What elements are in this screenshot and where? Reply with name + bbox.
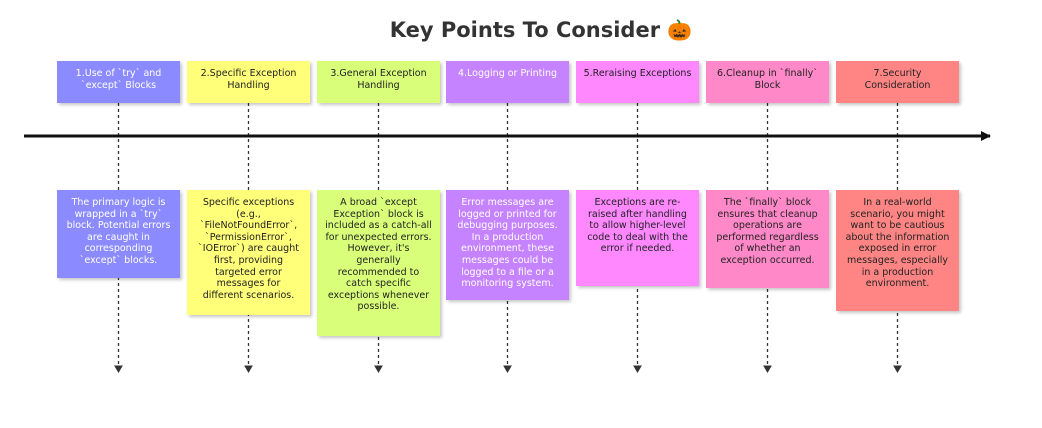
title-text: Key Points To Consider bbox=[389, 18, 661, 42]
connector-arrowhead-1 bbox=[114, 365, 123, 373]
connector-arrowhead-4 bbox=[503, 365, 512, 373]
dashed-connectors bbox=[114, 103, 902, 373]
connector-arrowhead-3 bbox=[374, 365, 383, 373]
section-description-3: A broad `except Exception` block is incl… bbox=[317, 190, 440, 336]
section-description-6: The `finally` block ensures that cleanup… bbox=[706, 190, 829, 288]
section-description-5: Exceptions are re-raised after handling … bbox=[576, 190, 699, 286]
section-description-2: Specific exceptions (e.g., `FileNotFound… bbox=[187, 190, 310, 315]
section-heading-4: 4.Logging or Printing bbox=[446, 61, 569, 103]
section-heading-7: 7.Security Consideration bbox=[836, 61, 959, 103]
section-heading-5: 5.Reraising Exceptions bbox=[576, 61, 699, 103]
connector-arrowhead-7 bbox=[893, 365, 902, 373]
section-description-7: In a real-world scenario, you might want… bbox=[836, 190, 959, 311]
section-description-4: Error messages are logged or printed for… bbox=[446, 190, 569, 300]
diagram-title: Key Points To Consider 🎃 bbox=[0, 18, 1042, 42]
pumpkin-icon: 🎃 bbox=[667, 18, 693, 42]
connector-arrowhead-2 bbox=[244, 365, 253, 373]
section-heading-6: 6.Cleanup in `finally` Block bbox=[706, 61, 829, 103]
connector-arrowhead-6 bbox=[763, 365, 772, 373]
section-description-1: The primary logic is wrapped in a `try` … bbox=[57, 190, 180, 278]
section-heading-2: 2.Specific Exception Handling bbox=[187, 61, 310, 103]
section-heading-3: 3.General Exception Handling bbox=[317, 61, 440, 103]
connector-arrowhead-5 bbox=[633, 365, 642, 373]
section-heading-1: 1.Use of `try` and `except` Blocks bbox=[57, 61, 180, 103]
